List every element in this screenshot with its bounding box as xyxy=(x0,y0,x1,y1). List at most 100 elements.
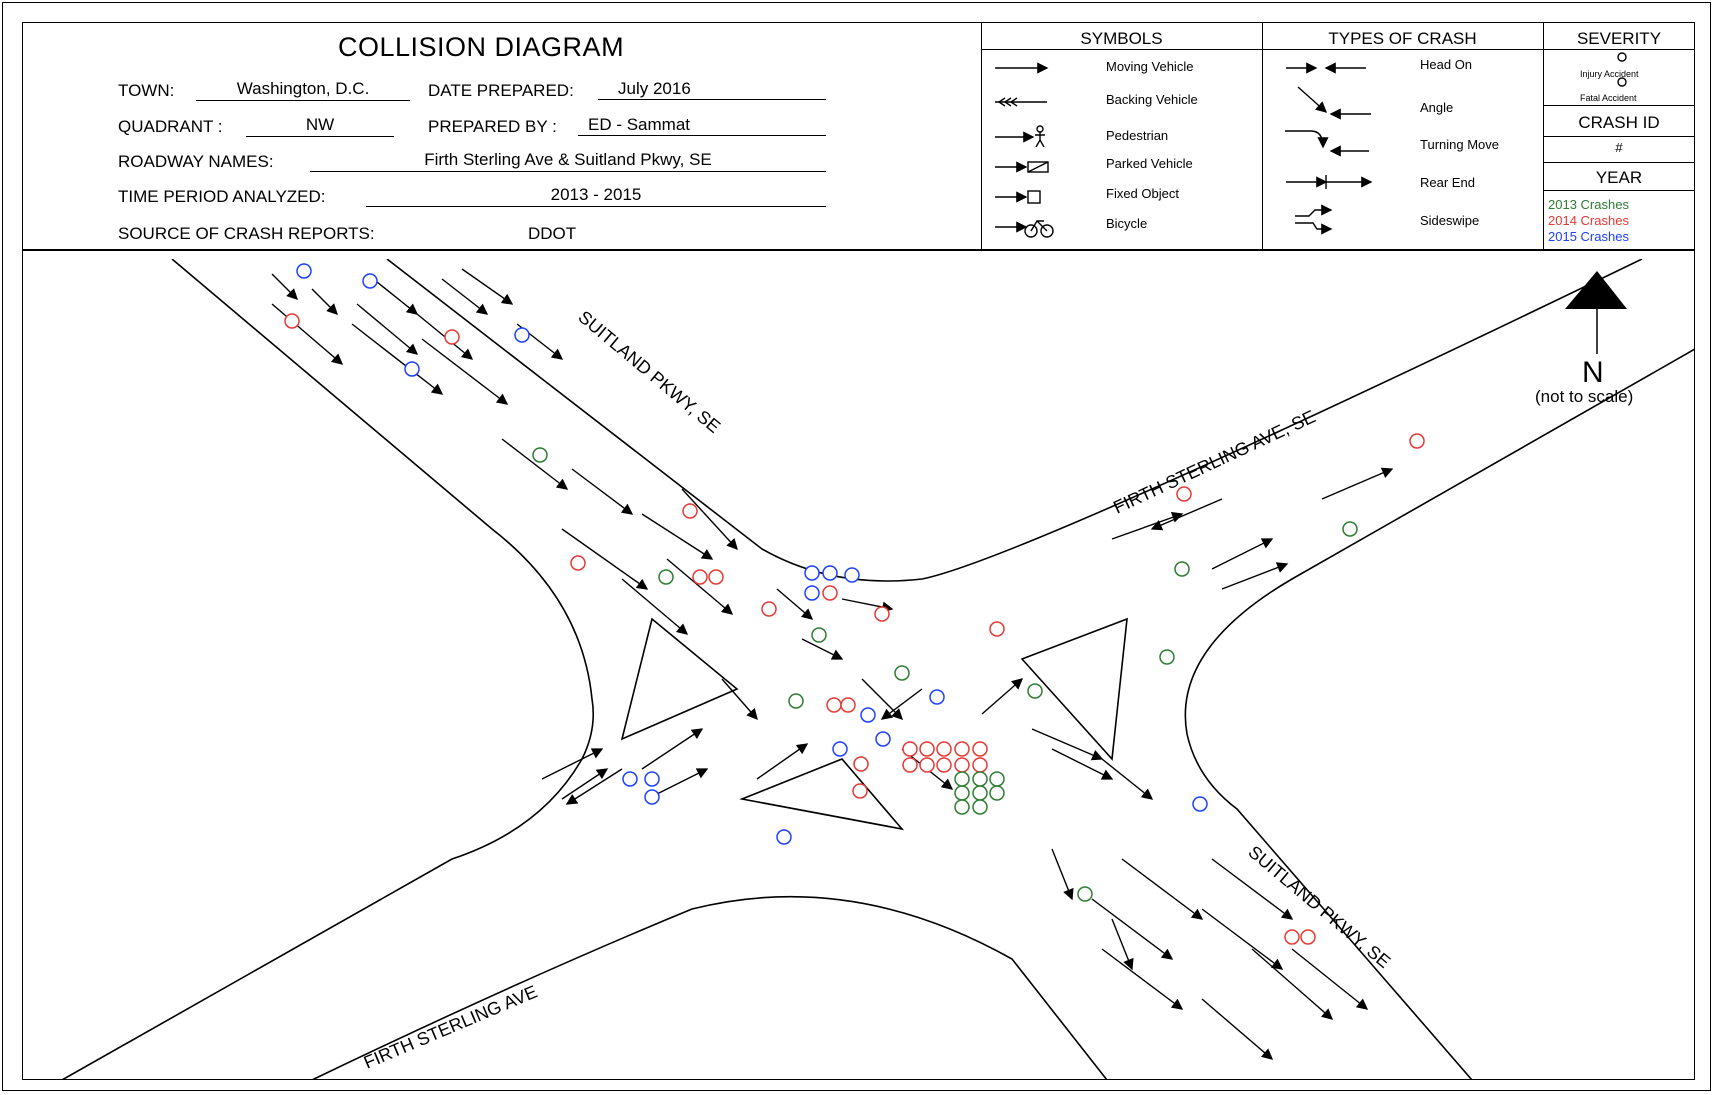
crash-id-circle xyxy=(1078,887,1092,901)
crash-id-circle xyxy=(1177,487,1191,501)
crash-arrow xyxy=(757,744,807,779)
crash-arrow xyxy=(1212,539,1272,569)
road-label-suitland-se: SUITLAND PKWY, SE xyxy=(1244,842,1394,972)
date-value: July 2016 xyxy=(598,79,826,100)
crash-arrow xyxy=(1322,469,1392,499)
crash-id-circle xyxy=(1175,562,1189,576)
crash-id-circle xyxy=(973,786,987,800)
scale-label: (not to scale) xyxy=(1535,387,1633,406)
types-heading: TYPES OF CRASH xyxy=(1262,29,1543,49)
crash-id-circle xyxy=(990,622,1004,636)
road-label-firth-ne: FIRTH STERLING AVE, SE xyxy=(1110,406,1318,517)
crash-id-circle xyxy=(515,328,529,342)
crash-arrow xyxy=(1202,999,1272,1059)
crash-id-circle xyxy=(1028,684,1042,698)
crash-id-circle xyxy=(845,568,859,582)
island-west xyxy=(622,619,737,739)
road-edge-north xyxy=(387,259,1642,581)
crash-arrow xyxy=(982,679,1022,714)
crash-id-circle xyxy=(1410,434,1424,448)
crash-id-circle xyxy=(659,570,673,584)
crash-id-circle xyxy=(762,602,776,616)
crash-arrow xyxy=(562,769,607,799)
crash-arrow xyxy=(357,304,417,354)
crash-arrow xyxy=(567,769,622,804)
crash-id-circle xyxy=(955,786,969,800)
crash-arrow xyxy=(462,269,512,304)
injury-accident-icon xyxy=(1618,53,1626,61)
parked-vehicle-icon xyxy=(995,162,1048,172)
crash-id-circle xyxy=(973,800,987,814)
severity-heading: SEVERITY xyxy=(1543,29,1695,49)
crash-arrow xyxy=(1052,749,1112,779)
crash-id-circle xyxy=(533,448,547,462)
angle-icon xyxy=(1298,87,1371,114)
time-value: 2013 - 2015 xyxy=(366,185,826,207)
crash-arrow xyxy=(352,324,442,394)
crash-id-circle xyxy=(1301,930,1315,944)
crash-id-circle xyxy=(709,570,723,584)
crash-arrow xyxy=(572,469,632,514)
fatal-accident-icon xyxy=(1618,78,1626,86)
crash-id-circle xyxy=(875,607,889,621)
crash-arrow xyxy=(642,729,702,769)
road-label-suitland-nw: SUITLAND PKWY, SE xyxy=(574,307,724,437)
crash-id-circle xyxy=(973,742,987,756)
turning-move-icon xyxy=(1285,131,1369,151)
crash-id-circle xyxy=(937,742,951,756)
crash-arrow xyxy=(272,304,342,364)
crash-id-circle xyxy=(973,772,987,786)
crash-arrow xyxy=(722,679,757,719)
town-label: TOWN: xyxy=(118,81,174,101)
crash-id-circle xyxy=(1343,522,1357,536)
crash-id-circle xyxy=(445,330,459,344)
crash-id-circle xyxy=(895,666,909,680)
crash-id-circle xyxy=(805,586,819,600)
crash-id-circle xyxy=(1285,930,1299,944)
crash-id-circle xyxy=(823,566,837,580)
crash-arrow xyxy=(1202,909,1282,969)
crash-id-circle xyxy=(812,628,826,642)
bicycle-icon xyxy=(995,221,1053,237)
crash-arrow xyxy=(1112,514,1182,539)
crash-arrow xyxy=(312,289,337,314)
prepared-by-value: ED - Sammat xyxy=(578,115,826,136)
intersection-diagram: SUITLAND PKWY, SE FIRTH STERLING AVE, SE… xyxy=(22,259,1695,1080)
page-title: COLLISION DIAGRAM xyxy=(338,32,624,63)
crash-arrow xyxy=(1152,499,1222,529)
crash-id-circle xyxy=(1193,797,1207,811)
crash-id-circle xyxy=(841,698,855,712)
road-edge-east xyxy=(1185,349,1695,1080)
quadrant-value: NW xyxy=(246,115,394,137)
crash-id-circle xyxy=(827,698,841,712)
crash-id-circle xyxy=(645,790,659,804)
crash-arrow xyxy=(1032,729,1102,759)
crash-id-circle xyxy=(990,772,1004,786)
crash-id-circle xyxy=(903,758,917,772)
crash-id-circle xyxy=(297,264,311,278)
crash-arrow xyxy=(272,274,297,299)
crash-id-circle xyxy=(833,742,847,756)
legend-symbols-graphic xyxy=(981,49,1695,251)
crash-id-circle xyxy=(973,758,987,772)
crash-arrow xyxy=(642,514,712,559)
crash-id-circle xyxy=(693,570,707,584)
crash-arrow xyxy=(667,559,732,614)
crash-id-circle xyxy=(876,732,890,746)
fixed-object-icon xyxy=(995,191,1040,203)
road-label-firth-sw: FIRTH STERLING AVE xyxy=(361,981,540,1072)
crash-arrow xyxy=(422,339,507,404)
crash-arrow xyxy=(442,279,487,314)
crash-id-circle xyxy=(683,504,697,518)
crash-arrow xyxy=(882,689,922,719)
roadway-label: ROADWAY NAMES: xyxy=(118,152,274,172)
road-edges xyxy=(62,259,1695,1080)
rear-end-icon xyxy=(1286,175,1371,189)
crash-id-circle xyxy=(777,830,791,844)
sideswipe-icon xyxy=(1295,210,1331,229)
crash-arrow xyxy=(1252,949,1332,1019)
crash-id-circle xyxy=(363,274,377,288)
roadway-value: Firth Sterling Ave & Suitland Pkwy, SE xyxy=(310,150,826,172)
crash-id-circle xyxy=(955,772,969,786)
crash-id-circle xyxy=(903,742,917,756)
